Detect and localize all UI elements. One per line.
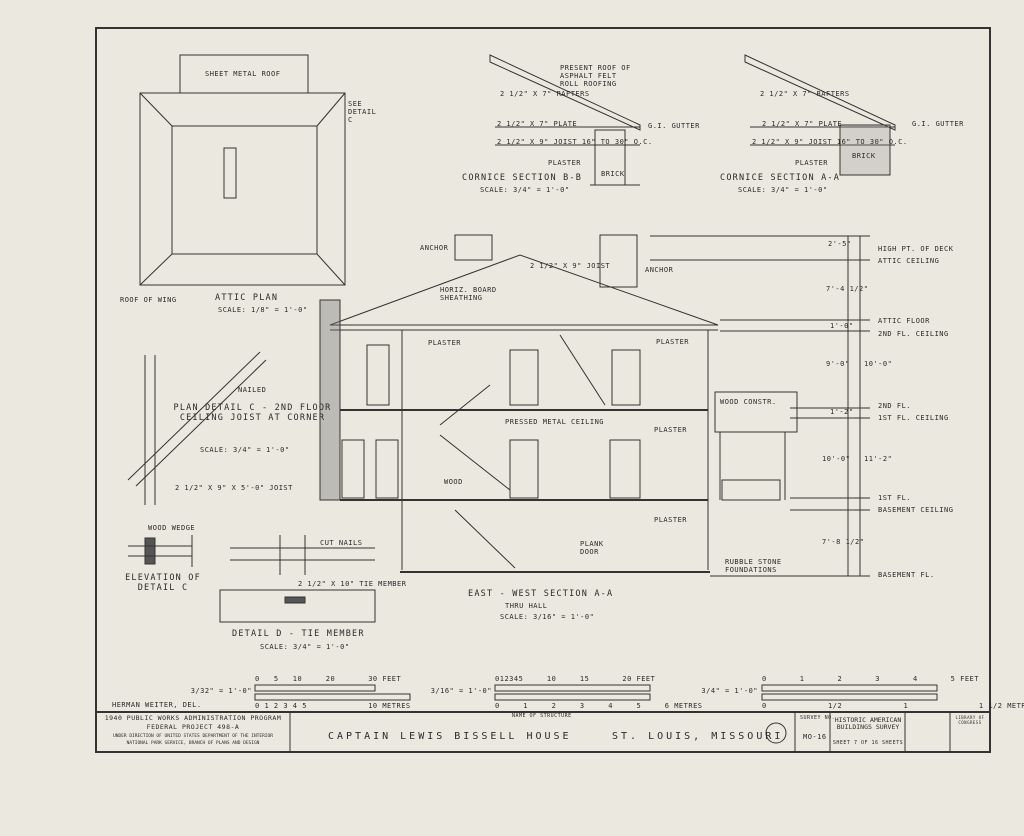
dimension: 11'-2" — [864, 455, 893, 463]
survey-label: Survey No. — [800, 715, 836, 721]
habs-title: Historic American Buildings Survey — [834, 716, 902, 732]
detail-d-scale: Scale: 3/4" = 1'-0" — [260, 643, 350, 651]
level-label: High pt. of deck — [878, 245, 954, 253]
structure-location: St. Louis, Missouri — [612, 731, 784, 742]
section-subtitle: Thru Hall — [505, 602, 548, 610]
label-plank-door: Plank door — [580, 540, 604, 557]
dimension: 10'-0" — [864, 360, 893, 368]
label-see-detail: See Detail C — [348, 100, 377, 125]
label-rafters: 2 1/2" x 7" rafters — [760, 90, 850, 98]
label-brick: Brick — [601, 170, 625, 178]
attic-plan — [139, 54, 346, 286]
cornice-bb-title: Cornice Section B-B — [462, 173, 583, 183]
label-roof-of-wing: Roof of Wing — [120, 296, 177, 304]
survey-number: Mo-16 — [803, 733, 827, 741]
dimension: 1'-0" — [830, 322, 854, 330]
label-joist: 2 1/2" x 9" joist — [530, 262, 611, 270]
library-stamp: Library of Congress — [955, 715, 985, 725]
dimension: 1'-2" — [830, 408, 854, 416]
program: 1940 Public Works Administration Program — [104, 714, 282, 722]
dimension: 2'-5" — [828, 240, 852, 248]
level-label: Basement fl. — [878, 571, 935, 579]
detail-c-title: Plan Detail C - 2nd Floor Ceiling Joist … — [173, 403, 332, 423]
dimension: 9'-0" — [826, 360, 850, 368]
structure-name: Captain Lewis Bissell House — [328, 731, 572, 742]
direction: Under direction of United States Departm… — [113, 734, 273, 739]
label-joist: 2 1/2" x 9" joist 16" to 30" o.c. — [752, 138, 908, 146]
section-scale: Scale: 3/16" = 1'-0" — [500, 613, 595, 621]
scale-metres: 0 1/2 1 1 1/2 METRES — [762, 702, 1024, 710]
scale-ratio: 3/4" = 1'-0" — [701, 687, 758, 695]
dimension: 7'-8 1/2" — [822, 538, 865, 546]
project: Federal Project 498-A — [146, 723, 240, 731]
label-rafters: 2 1/2" x 7" rafters — [500, 90, 590, 98]
level-label: Attic ceiling — [878, 257, 940, 265]
level-label: Attic floor — [878, 317, 930, 325]
label-gutter: G.I. Gutter — [912, 120, 964, 128]
label-brick: Brick — [852, 152, 876, 160]
sheet-border — [95, 27, 991, 753]
scale-feet: 012345 10 15 20 FEET — [495, 675, 656, 683]
scale-ratio: 3/16" = 1'-0" — [430, 687, 492, 695]
label-cut-nails: Cut Nails — [320, 539, 363, 547]
label-sheathing: Horiz. board sheathing — [440, 286, 497, 303]
label-plaster: Plaster — [656, 338, 690, 346]
label-plaster: Plaster — [654, 516, 688, 524]
label-wood: Wood — [444, 478, 463, 486]
cornice-aa-title: Cornice Section A-A — [720, 173, 841, 183]
label-tie-member: 2 1/2" x 10" tie member — [298, 580, 407, 588]
elevation-c-title: Elevation of Detail C — [125, 573, 201, 593]
section-a-a — [319, 234, 870, 577]
detail-c-scale: Scale: 3/4" = 1'-0" — [200, 446, 290, 454]
attic-plan-title: Attic Plan — [215, 293, 279, 303]
label-plaster: Plaster — [654, 426, 688, 434]
label-plate: 2 1/2" x 7" plate — [497, 120, 578, 128]
cornice-aa-scale: Scale: 3/4" = 1'-0" — [738, 186, 828, 194]
label-joist-detail: 2 1/2" x 9" x 5'-0" joist — [175, 484, 293, 492]
cornice-bb-scale: Scale: 3/4" = 1'-0" — [480, 186, 570, 194]
label-anchor: Anchor — [420, 244, 449, 252]
label-plaster: Plaster — [548, 159, 582, 167]
label-pressed-metal-ceiling: Pressed metal ceiling — [505, 418, 605, 426]
dimension: 7'-4 1/2" — [826, 285, 869, 293]
label-wood-constr: Wood constr. — [720, 398, 777, 406]
label-joist: 2 1/2" x 9" joist 16" to 30" o.c. — [497, 138, 653, 146]
scale-feet: 0 5 10 20 30 FEET — [255, 675, 402, 683]
label-wood-wedge: Wood Wedge — [148, 524, 196, 532]
level-label: Basement ceiling — [878, 506, 954, 514]
label-present-roof: Present roof of asphalt felt roll roofin… — [560, 64, 631, 89]
label-plate: 2 1/2" x 7" plate — [762, 120, 843, 128]
scale-metres: 0 1 2 3 4 5 6 METRES — [495, 702, 703, 710]
level-label: 2nd fl. — [878, 402, 912, 410]
dimension: 10'-0" — [822, 455, 851, 463]
label-nailed: Nailed — [238, 386, 267, 394]
label-rubble-stone: Rubble stone foundations — [725, 558, 782, 575]
habs-seal — [765, 722, 787, 744]
label-anchor: Anchor — [645, 266, 674, 274]
detail-c — [127, 351, 267, 505]
name-label: Name of Structure — [512, 713, 572, 719]
scale-feet: 0 1 2 3 4 5 FEET — [762, 675, 979, 683]
scale-bars — [254, 684, 938, 701]
scale-ratio: 3/32" = 1'-0" — [190, 687, 252, 695]
level-label: 2nd fl. ceiling — [878, 330, 949, 338]
section-title: East - West Section A-A — [468, 589, 614, 599]
attic-plan-scale: Scale: 1/8" = 1'-0" — [218, 306, 308, 314]
elevation-detail-c — [128, 535, 193, 567]
cornice-section-aa — [744, 54, 896, 176]
label-gutter: G.I. Gutter — [648, 122, 700, 130]
label-sheet-metal-roof: Sheet Metal Roof — [205, 70, 281, 78]
level-label: 1st fl. — [878, 494, 912, 502]
detail-d-title: Detail D - Tie Member — [232, 629, 365, 639]
service: National Park Service, Branch of Plans a… — [126, 741, 260, 746]
sheet-number: Sheet 7 of 16 Sheets — [832, 740, 904, 746]
label-plaster: Plaster — [795, 159, 829, 167]
level-label: 1st fl. ceiling — [878, 414, 949, 422]
label-plaster: Plaster — [428, 339, 462, 347]
detail-d — [219, 535, 376, 623]
cornice-section-bb — [489, 54, 641, 186]
scale-metres: 0 1 2 3 4 5 10 METRES — [255, 702, 411, 710]
delineator: Herman Weiter, Del. — [112, 701, 202, 709]
